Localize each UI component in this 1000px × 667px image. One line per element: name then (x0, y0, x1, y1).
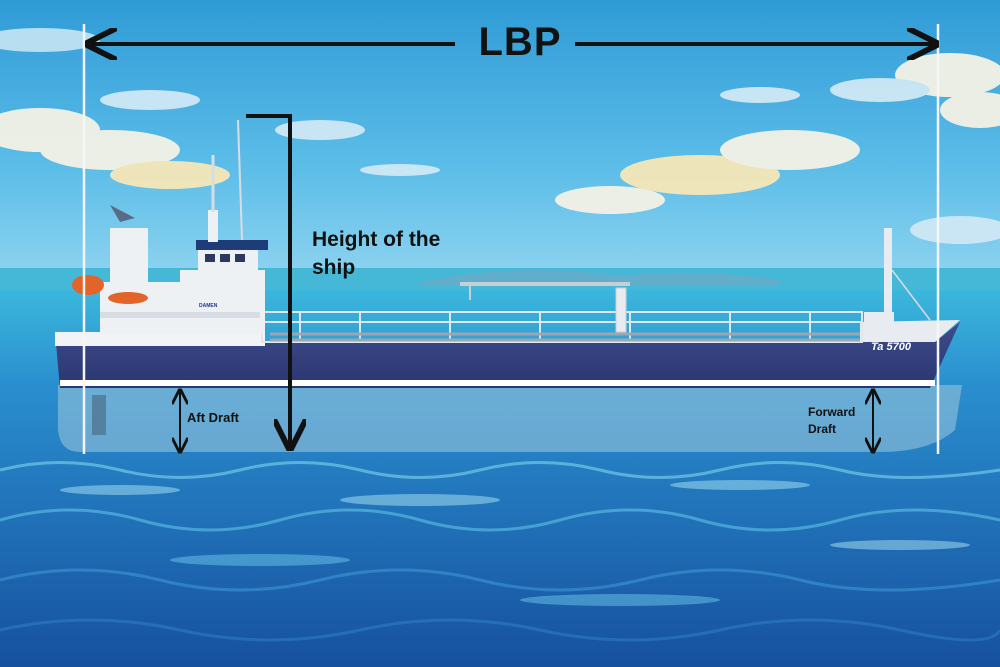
wave-highlights (60, 480, 970, 606)
boot-topping (60, 380, 935, 386)
cargo-crane (460, 282, 630, 333)
hull (55, 322, 960, 388)
superstructure (72, 119, 268, 334)
hull-white-band (55, 332, 265, 346)
deck-piping (270, 332, 860, 342)
height-dimension (246, 114, 290, 448)
ship-brand-marking: DAMEN (199, 303, 218, 309)
bow-mast (864, 228, 931, 324)
forward-draft-label: Forward Draft (808, 405, 856, 436)
ship-name-marking: Ta 5700 (871, 341, 911, 353)
lbp-dimension (82, 24, 940, 454)
aft-draft-label: Aft Draft (187, 410, 239, 425)
clouds (0, 28, 1000, 244)
height-of-ship-label: Height of the ship (312, 228, 441, 279)
rudder (92, 395, 106, 435)
bow-deck (860, 320, 960, 342)
waves (0, 461, 1000, 642)
lbp-label: LBP (478, 20, 562, 64)
